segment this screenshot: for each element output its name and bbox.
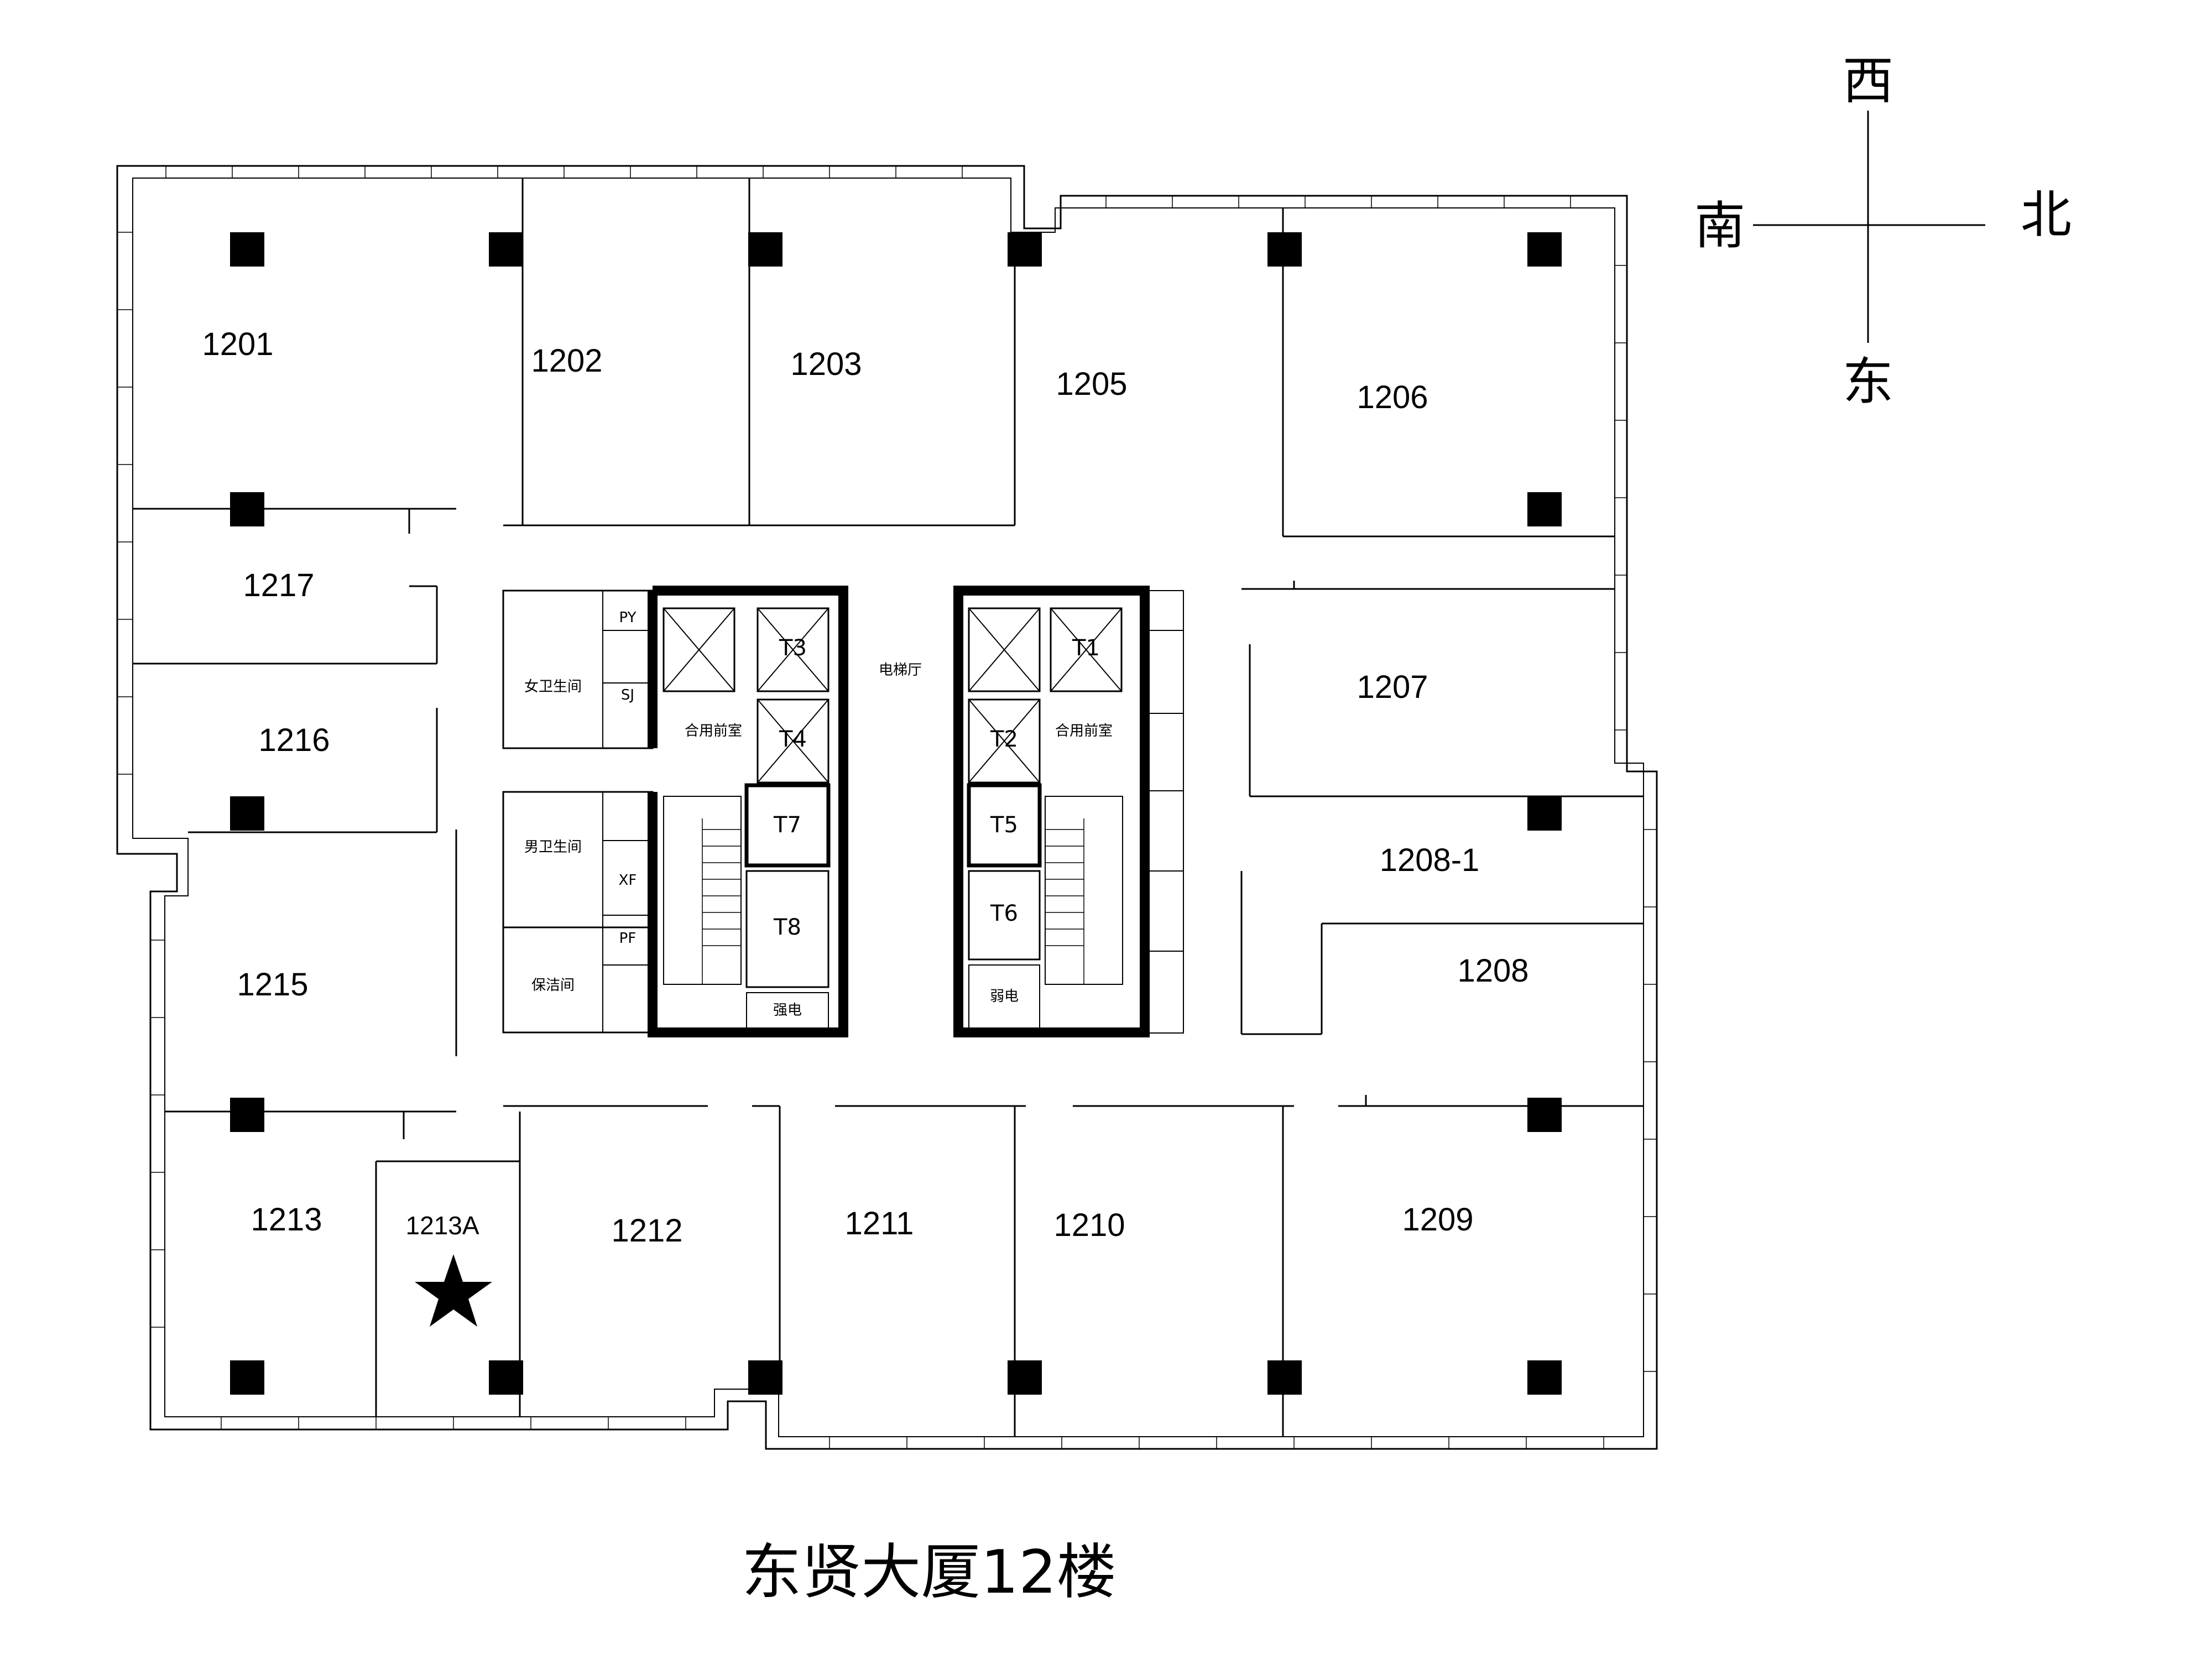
compass-west: 西 xyxy=(1843,51,1893,111)
shaft-sj: SJ xyxy=(621,687,634,703)
womens-room-label: 女卫生间 xyxy=(524,679,582,695)
elevator-t7: T7 xyxy=(773,812,801,838)
room-1211: 1211 xyxy=(845,1206,914,1241)
columns xyxy=(230,232,1562,1395)
mens-room-label: 男卫生间 xyxy=(524,839,582,855)
room-labels[interactable]: 1201 1202 1203 1205 1206 1207 1208-1 120… xyxy=(202,326,1528,1249)
room-1215: 1215 xyxy=(237,967,308,1003)
elevator-t1: T2 xyxy=(990,727,1018,752)
building-envelope xyxy=(116,165,1658,1450)
elevator-hall-label: 电梯厅 xyxy=(879,662,922,679)
room-1202: 1202 xyxy=(531,343,602,379)
janitor-room-label: 保洁间 xyxy=(531,977,575,994)
core-left xyxy=(502,586,848,1037)
page-title: 东贤大厦12楼 xyxy=(742,1538,1116,1607)
elevator-t3: T3 xyxy=(779,635,807,661)
compass-south: 南 xyxy=(1694,196,1745,255)
room-1210: 1210 xyxy=(1053,1207,1125,1243)
lv-room-label: 弱电 xyxy=(990,988,1019,1005)
lobby-label-left: 合用前室 xyxy=(685,723,742,739)
room-1217: 1217 xyxy=(243,567,314,603)
elevator-t2: T1 xyxy=(1072,635,1100,661)
window-ticks-top xyxy=(165,166,1571,208)
room-1213: 1213 xyxy=(251,1202,322,1238)
room-1216: 1216 xyxy=(258,722,330,758)
elevator-t8: T8 xyxy=(773,915,801,940)
shaft-py: PY xyxy=(619,609,637,626)
compass-east: 东 xyxy=(1843,352,1893,411)
window-ticks-bottom xyxy=(221,1417,1604,1449)
elevator-t4: T4 xyxy=(779,727,807,752)
star-icon xyxy=(415,1254,492,1327)
lobby-label-right: 合用前室 xyxy=(1055,723,1113,739)
shaft-xf: XF xyxy=(619,872,637,889)
room-1208: 1208 xyxy=(1457,953,1528,989)
room-1213A: 1213A xyxy=(405,1211,479,1240)
room-1208-1: 1208-1 xyxy=(1380,842,1480,878)
core-right xyxy=(953,586,1184,1037)
compass-north: 北 xyxy=(2021,185,2072,244)
core-labels: T3 T4 T7 T8 T2 T5 T6 T1 电梯厅 PY SJ XF PF … xyxy=(524,609,1113,1019)
window-ticks-sides xyxy=(117,232,1657,1372)
room-1201: 1201 xyxy=(202,326,273,362)
elevator-t6: T6 xyxy=(990,901,1018,926)
elevator-t5: T5 xyxy=(990,812,1018,838)
shaft-pf: PF xyxy=(619,930,637,947)
room-1207: 1207 xyxy=(1357,669,1428,705)
electrical-room-label: 强电 xyxy=(773,1002,802,1019)
room-1205: 1205 xyxy=(1056,366,1127,402)
compass: 西 东 南 北 xyxy=(1694,51,2072,411)
room-1212: 1212 xyxy=(611,1213,682,1249)
room-1206: 1206 xyxy=(1357,379,1428,415)
room-1209: 1209 xyxy=(1402,1202,1473,1238)
room-1203: 1203 xyxy=(790,346,862,382)
room-partitions xyxy=(133,178,1644,1437)
